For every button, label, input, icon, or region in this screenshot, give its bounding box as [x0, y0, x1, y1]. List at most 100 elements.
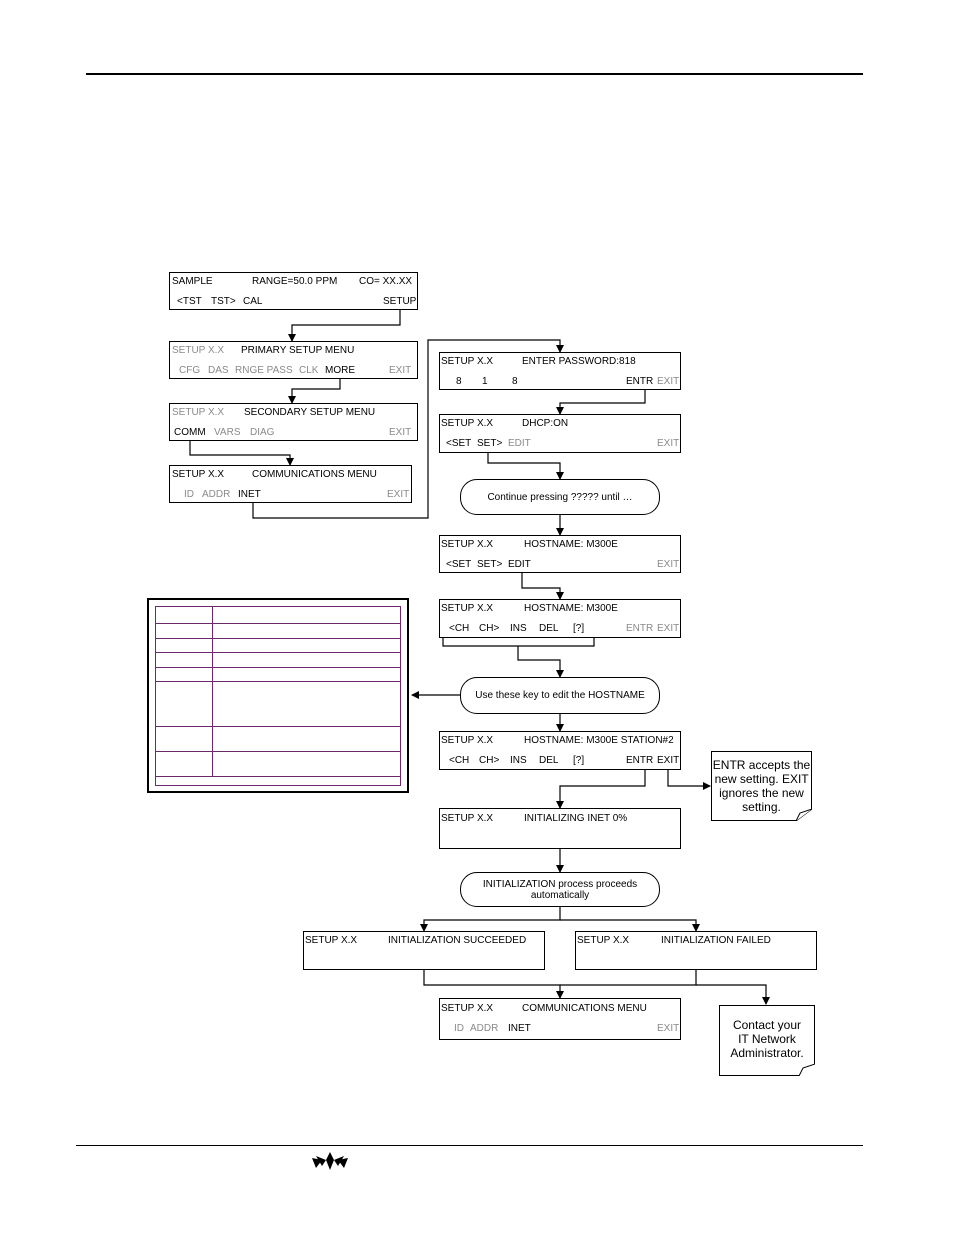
- comm2-id-key[interactable]: ID: [454, 1023, 464, 1034]
- comm2-title: COMMUNICATIONS MENU: [522, 1003, 647, 1014]
- station-ch-prev-key[interactable]: <CH: [449, 755, 470, 766]
- password-entr-key[interactable]: ENTR: [626, 376, 654, 387]
- hostname-station-display: SETUP X.X HOSTNAME: M300E STATION#2 <CH …: [439, 731, 681, 770]
- sample-mode: SAMPLE: [172, 276, 213, 287]
- station-del-key[interactable]: DEL: [539, 755, 559, 766]
- page-curl-icon: [799, 1064, 815, 1076]
- communications-menu-display: SETUP X.X COMMUNICATIONS MENU ID ADDR IN…: [169, 465, 412, 503]
- table-column-divider: [212, 607, 213, 777]
- sample-range: RANGE=50.0 PPM: [252, 276, 338, 287]
- key-function-table-grid: [155, 606, 401, 786]
- note-entr-label: ENTR: [712, 758, 746, 772]
- init-failed-display: SETUP X.X INITIALIZATION FAILED: [575, 931, 817, 970]
- hostname-set-prev-key[interactable]: <SET: [446, 559, 472, 570]
- dhcp-label: SETUP X.X: [441, 418, 494, 429]
- comm2-addr-key[interactable]: ADDR: [470, 1023, 499, 1034]
- ch-prev-key[interactable]: <CH: [449, 623, 470, 634]
- digit-key-1[interactable]: 8: [456, 376, 462, 387]
- primary-setup-title: PRIMARY SETUP MENU: [241, 345, 355, 356]
- initializing-title: INITIALIZING INET 0%: [524, 813, 628, 824]
- digit-key-2[interactable]: 1: [482, 376, 488, 387]
- table-row: [156, 653, 400, 668]
- comm-menu-exit-key[interactable]: EXIT: [387, 489, 410, 500]
- diag-key[interactable]: DIAG: [250, 427, 275, 438]
- hostname-station-label: SETUP X.X: [441, 735, 494, 746]
- station-entr-key[interactable]: ENTR: [626, 755, 654, 766]
- contact-admin-text: Contact your IT Network Administrator.: [730, 1018, 804, 1060]
- station-char-key[interactable]: [?]: [573, 755, 585, 766]
- vars-key[interactable]: VARS: [214, 427, 241, 438]
- comm2-inet-key[interactable]: INET: [508, 1023, 531, 1034]
- del-key[interactable]: DEL: [539, 623, 559, 634]
- continue-pressing-bubble: Continue pressing ????? until …: [460, 479, 660, 515]
- comm-menu-label: SETUP X.X: [172, 469, 225, 480]
- note-entr-text: accepts the new setting.: [714, 758, 811, 786]
- rnge-pass-key[interactable]: RNGE PASS: [235, 365, 293, 376]
- station-exit-key[interactable]: EXIT: [657, 755, 680, 766]
- dhcp-display: SETUP X.X DHCP:ON <SET SET> EDIT EXIT: [439, 414, 681, 453]
- inet-key[interactable]: INET: [238, 489, 261, 500]
- hostname-label: SETUP X.X: [441, 539, 494, 550]
- key-function-table: [147, 598, 409, 793]
- hostname-edit-entr-key[interactable]: ENTR: [626, 623, 654, 634]
- ins-key[interactable]: INS: [510, 623, 527, 634]
- dhcp-set-next-key[interactable]: SET>: [477, 438, 503, 449]
- password-exit-key[interactable]: EXIT: [657, 376, 680, 387]
- dhcp-title: DHCP:ON: [522, 418, 569, 429]
- more-key[interactable]: MORE: [325, 365, 355, 376]
- header-rule: [86, 73, 863, 75]
- entr-exit-note: ENTR accepts the new setting. EXIT ignor…: [711, 751, 812, 821]
- table-row: [156, 624, 400, 639]
- comm2-label: SETUP X.X: [441, 1003, 494, 1014]
- hostname-edit-display: SETUP X.X HOSTNAME: M300E <CH CH> INS DE…: [439, 599, 681, 638]
- sample-co: CO= XX.XX: [359, 276, 413, 287]
- comm-key[interactable]: COMM: [174, 427, 206, 438]
- initializing-display: SETUP X.X INITIALIZING INET 0%: [439, 808, 681, 849]
- secondary-exit-key[interactable]: EXIT: [389, 427, 412, 438]
- note-exit-label: EXIT: [781, 772, 809, 786]
- footer-rule: [76, 1145, 863, 1146]
- secondary-setup-title: SECONDARY SETUP MENU: [244, 407, 376, 418]
- cal-key[interactable]: CAL: [243, 296, 263, 307]
- hostname-set-next-key[interactable]: SET>: [477, 559, 503, 570]
- failed-title: INITIALIZATION FAILED: [661, 935, 771, 946]
- hostname-edit-key[interactable]: EDIT: [508, 559, 531, 570]
- das-key[interactable]: DAS: [208, 365, 229, 376]
- secondary-setup-display: SETUP X.X SECONDARY SETUP MENU COMM VARS…: [169, 403, 418, 441]
- char-key[interactable]: [?]: [573, 623, 585, 634]
- station-ch-next-key[interactable]: CH>: [479, 755, 500, 766]
- table-row: [156, 607, 400, 624]
- addr-key[interactable]: ADDR: [202, 489, 231, 500]
- setup-key[interactable]: SETUP: [383, 296, 417, 307]
- contact-admin-note: Contact your IT Network Administrator.: [719, 1005, 815, 1076]
- comm2-exit-key[interactable]: EXIT: [657, 1023, 680, 1034]
- digit-key-3[interactable]: 8: [512, 376, 518, 387]
- table-row: [156, 668, 400, 682]
- table-row: [156, 727, 400, 752]
- dhcp-set-prev-key[interactable]: <SET: [446, 438, 472, 449]
- failed-label: SETUP X.X: [577, 935, 630, 946]
- dhcp-edit-key[interactable]: EDIT: [508, 438, 531, 449]
- table-row: [156, 752, 400, 777]
- hostname-edit-exit-key[interactable]: EXIT: [657, 623, 680, 634]
- edit-keys-bubble: Use these key to edit the HOSTNAME: [460, 677, 660, 714]
- sample-display: SAMPLE RANGE=50.0 PPM CO= XX.XX <TST TST…: [169, 272, 418, 310]
- dhcp-exit-key[interactable]: EXIT: [657, 438, 680, 449]
- page-curl-icon: [796, 809, 812, 821]
- id-key[interactable]: ID: [184, 489, 194, 500]
- hostname-title: HOSTNAME: M300E: [524, 539, 618, 550]
- tst-next-key[interactable]: TST>: [211, 296, 236, 307]
- hostname-exit-key[interactable]: EXIT: [657, 559, 680, 570]
- table-row: [156, 639, 400, 653]
- clk-key[interactable]: CLK: [299, 365, 319, 376]
- cfg-key[interactable]: CFG: [179, 365, 201, 376]
- primary-exit-key[interactable]: EXIT: [389, 365, 412, 376]
- station-ins-key[interactable]: INS: [510, 755, 527, 766]
- communications-menu-return-display: SETUP X.X COMMUNICATIONS MENU ID ADDR IN…: [439, 998, 681, 1040]
- hostname-station-title: HOSTNAME: M300E STATION#2: [524, 735, 674, 746]
- ch-next-key[interactable]: CH>: [479, 623, 500, 634]
- password-title: ENTER PASSWORD:818: [522, 356, 636, 367]
- tst-prev-key[interactable]: <TST: [177, 296, 202, 307]
- comm-menu-title: COMMUNICATIONS MENU: [252, 469, 377, 480]
